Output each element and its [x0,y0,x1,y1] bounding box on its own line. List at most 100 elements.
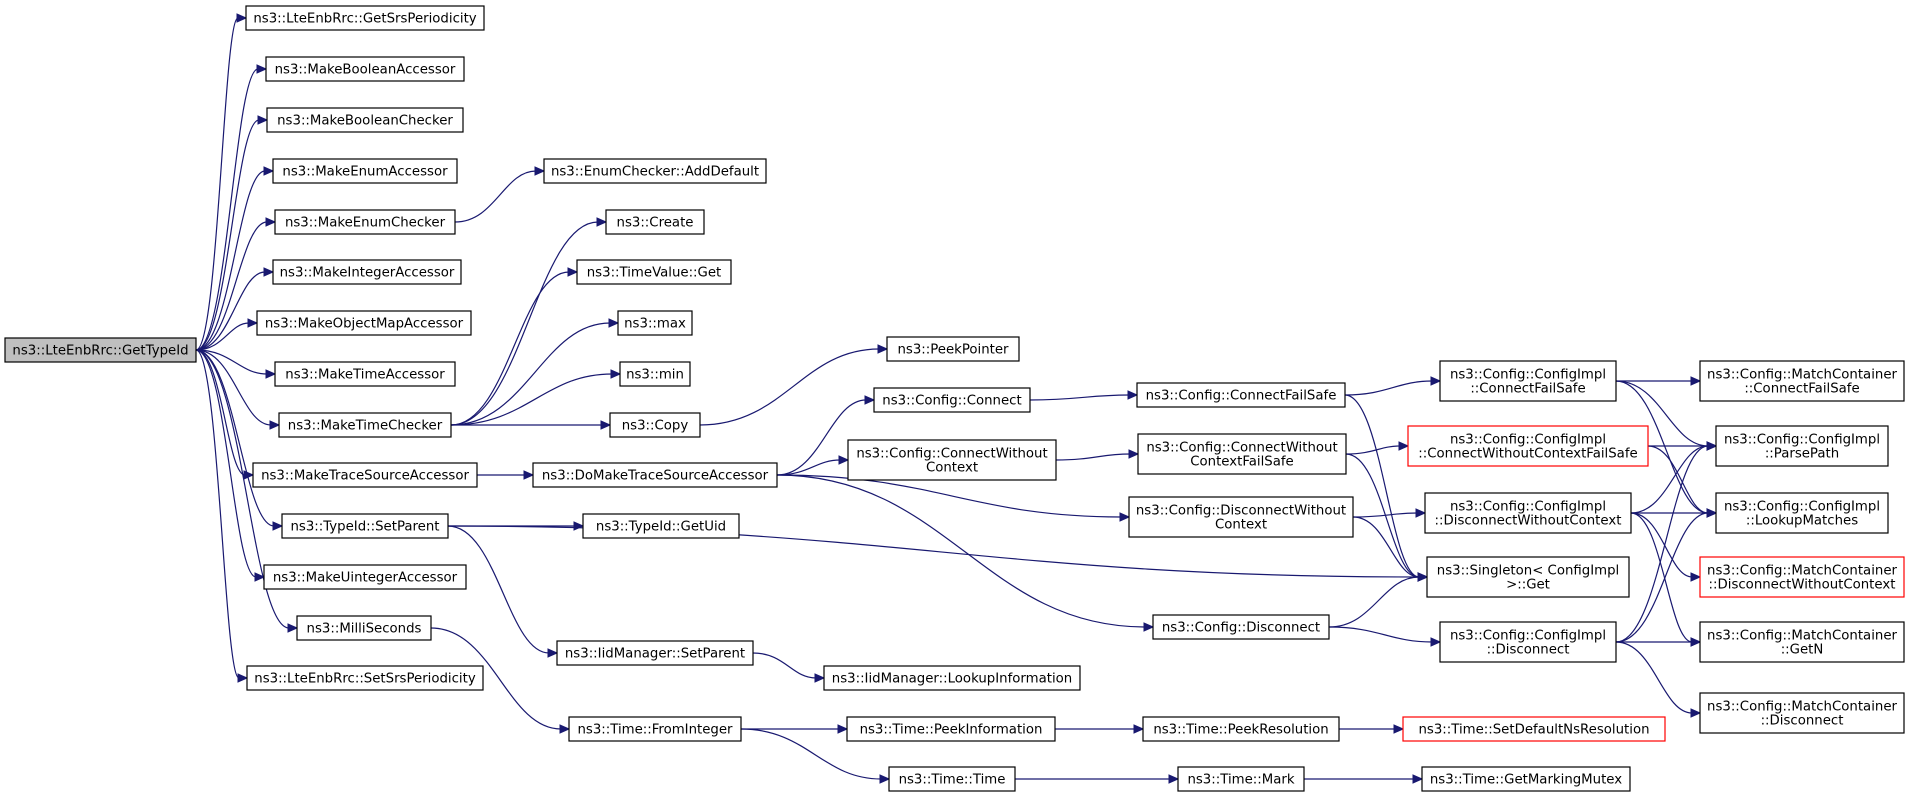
node-ns3-config-matchcontainer-disconnect[interactable]: ns3::Config::MatchContainer::Disconnect [1699,692,1905,734]
node-box [1699,621,1905,663]
edge-ns3-typeid-setparent-to-ns3-iidmanager-setparent [447,525,559,658]
node-ns3-config-connect[interactable]: ns3::Config::Connect [873,387,1031,413]
node-label: ns3::MakeTimeAccessor [285,368,445,383]
node-ns3-config-connectwithoutcontextfailsafe[interactable]: ns3::Config::ConnectWithoutContextFailSa… [1137,433,1347,475]
node-label: ns3::Config::ConnectWithout [1146,441,1337,456]
node-ns3-config-disconnect[interactable]: ns3::Config::Disconnect [1152,614,1330,640]
node-ns3-config-configimpl-parsepath[interactable]: ns3::Config::ConfigImpl::ParsePath [1715,425,1889,467]
node-ns3-config-connectfailsafe[interactable]: ns3::Config::ConnectFailSafe [1136,382,1346,408]
node-ns3-config-configimpl-connectfailsafe[interactable]: ns3::Config::ConfigImpl::ConnectFailSafe [1439,360,1617,402]
node-box [1426,556,1630,598]
node-ns3-time-frominteger[interactable]: ns3::Time::FromInteger [568,716,742,742]
node-ns3-config-connectwithoutcontext[interactable]: ns3::Config::ConnectWithoutContext [847,439,1057,481]
edge-ns3-config-configimpl-connectwithoutcontextfailsafe-to-ns3-config-configimpl-lookupmatches [1647,445,1718,518]
node-ns3-config-configimpl-lookupmatches[interactable]: ns3::Config::ConfigImpl::LookupMatches [1715,492,1889,534]
node-box [582,513,740,539]
arrowhead-icon [864,395,876,405]
node-ns3-iidmanager-setparent[interactable]: ns3::IidManager::SetParent [556,640,754,666]
node-label: ns3::Config::MatchContainer [1707,629,1897,644]
node-ns3-makeobjectmapaccessor[interactable]: ns3::MakeObjectMapAccessor [256,310,472,336]
node-ns3-makeenumaccessor[interactable]: ns3::MakeEnumAccessor [272,158,458,184]
edge-line [1615,380,1709,447]
node-ns3-create[interactable]: ns3::Create [605,209,705,235]
node-ns3-lteenbrrc-setsrsperiodicity[interactable]: ns3::LteEnbRrc::SetSrsPeriodicity [246,665,484,691]
node-ns3-time-mark[interactable]: ns3::Time::Mark [1177,766,1305,792]
node-ns3-config-matchcontainer-connectfailsafe[interactable]: ns3::Config::MatchContainer::ConnectFail… [1699,360,1905,402]
node-ns3-config-matchcontainer-disconnectwithoutcontext[interactable]: ns3::Config::MatchContainer::DisconnectW… [1699,556,1905,598]
edge-layer [195,13,1718,784]
node-ns3-min[interactable]: ns3::min [619,361,691,387]
node-label: ns3::Config::ConfigImpl [1450,368,1606,383]
arrowhead-icon [1168,774,1180,784]
node-box [568,716,742,742]
node-label: ns3::MilliSeconds [307,622,422,637]
node-label: ns3::DoMakeTraceSourceAccessor [542,469,769,484]
node-label: ns3::Config::ConfigImpl [1450,629,1606,644]
node-label: ns3::Config::MatchContainer [1707,700,1897,715]
node-ns3-time-peekinformation[interactable]: ns3::Time::PeekInformation [846,716,1056,742]
node-ns3-domaketracesourceaccessor[interactable]: ns3::DoMakeTraceSourceAccessor [532,462,778,488]
node-ns3-time-time[interactable]: ns3::Time::Time [888,766,1016,792]
node-ns3-maketimechecker[interactable]: ns3::MakeTimeChecker [278,412,452,438]
node-label: ns3::Config::ConfigImpl [1450,433,1606,448]
node-ns3-milliseconds[interactable]: ns3::MilliSeconds [296,615,432,641]
node-label: ns3::PeekPointer [897,343,1009,358]
node-ns3-lteenbrrc-getsrsperiodicity[interactable]: ns3::LteEnbRrc::GetSrsPeriodicity [245,5,485,31]
node-ns3-singleton-configimpl-get[interactable]: ns3::Singleton< ConfigImpl >::Get [1426,556,1630,598]
arrowhead-icon [1412,774,1424,784]
node-ns3-timevalue-get[interactable]: ns3::TimeValue::Get [576,259,732,285]
node-label: ::ConnectFailSafe [1744,382,1859,397]
edge-ns3-config-connectwithoutcontextfailsafe-to-ns3-config-configimpl-connectwithoutcontextfailsafe [1345,441,1410,455]
node-ns3-config-configimpl-connectwithoutcontextfailsafe[interactable]: ns3::Config::ConfigImpl::ConnectWithoutC… [1407,425,1649,467]
node-label: ::LookupMatches [1746,514,1858,529]
node-ns3-max[interactable]: ns3::max [617,310,693,336]
node-label: ::DisconnectWithoutContext [1435,514,1622,529]
node-label: ns3::LteEnbRrc::GetTypeId [12,344,188,359]
edge-line [195,17,239,351]
node-label: ns3::Time::PeekInformation [860,723,1043,738]
node-ns3-makeenumchecker[interactable]: ns3::MakeEnumChecker [274,209,456,235]
node-ns3-iidmanager-lookupinformation[interactable]: ns3::IidManager::LookupInformation [823,665,1081,691]
node-box [556,640,754,666]
node-label: ns3::Config::ConfigImpl [1724,433,1880,448]
node-ns3-peekpointer[interactable]: ns3::PeekPointer [886,336,1020,362]
node-ns3-makebooleanaccessor[interactable]: ns3::MakeBooleanAccessor [265,56,465,82]
arrowhead-icon [567,267,579,277]
node-ns3-makeintegeraccessor[interactable]: ns3::MakeIntegerAccessor [272,259,462,285]
node-ns3-config-matchcontainer-getn[interactable]: ns3::Config::MatchContainer::GetN [1699,621,1905,663]
node-ns3-enumchecker-adddefault[interactable]: ns3::EnumChecker::AddDefault [543,158,767,184]
node-box [263,564,467,590]
node-box [1699,556,1905,598]
arrowhead-icon [1706,441,1718,451]
node-label: ns3::MakeTimeChecker [288,419,443,434]
node-ns3-copy[interactable]: ns3::Copy [609,412,701,438]
arrowhead-icon [837,724,849,734]
arrowhead-icon [237,673,249,683]
node-ns3-config-configimpl-disconnect[interactable]: ns3::Config::ConfigImpl::Disconnect [1439,621,1617,663]
edge-ns3-maketracesourceaccessor-to-ns3-domaketracesourceaccessor [476,470,535,480]
node-ns3-time-getmarkingmutex[interactable]: ns3::Time::GetMarkingMutex [1421,766,1631,792]
node-label: ns3::max [624,317,686,332]
node-ns3-maketracesourceaccessor[interactable]: ns3::MakeTraceSourceAccessor [252,462,478,488]
node-ns3-config-configimpl-disconnectwithoutcontext[interactable]: ns3::Config::ConfigImpl::DisconnectWitho… [1424,492,1632,534]
node-ns3-maketimeaccessor[interactable]: ns3::MakeTimeAccessor [274,361,456,387]
node-ns3-typeid-getuid[interactable]: ns3::TypeId::GetUid [582,513,740,539]
node-ns3-typeid-setparent[interactable]: ns3::TypeId::SetParent [281,513,449,539]
node-ns3-time-peekresolution[interactable]: ns3::Time::PeekResolution [1142,716,1340,742]
node-ns3-time-setdefaultnsresolution[interactable]: ns3::Time::SetDefaultNsResolution [1402,716,1666,742]
arrowhead-icon [879,774,891,784]
edge-line [195,349,268,375]
edge-line [699,348,880,426]
edge-ns3-domaketracesourceaccessor-to-ns3-config-connectwithoutcontext [776,455,850,476]
node-ns3-config-disconnectwithoutcontext[interactable]: ns3::Config::DisconnectWithoutContext [1128,496,1354,538]
arrowhead-icon [1690,376,1702,386]
node-ns3-makeuintegeraccessor[interactable]: ns3::MakeUintegerAccessor [263,564,467,590]
node-box [1715,492,1889,534]
node-label: ::Disconnect [1487,643,1570,658]
edge-ns3-domaketracesourceaccessor-to-ns3-config-disconnectwithoutcontext [776,474,1131,522]
edge-line [195,349,240,679]
edge-ns3-config-configimpl-connectfailsafe-to-ns3-config-matchcontainer-connectfailsafe [1616,376,1702,386]
node-ns3-makebooleanchecker[interactable]: ns3::MakeBooleanChecker [266,107,464,133]
node-label: ::ConnectFailSafe [1470,382,1585,397]
arrowhead-icon [1690,708,1702,718]
